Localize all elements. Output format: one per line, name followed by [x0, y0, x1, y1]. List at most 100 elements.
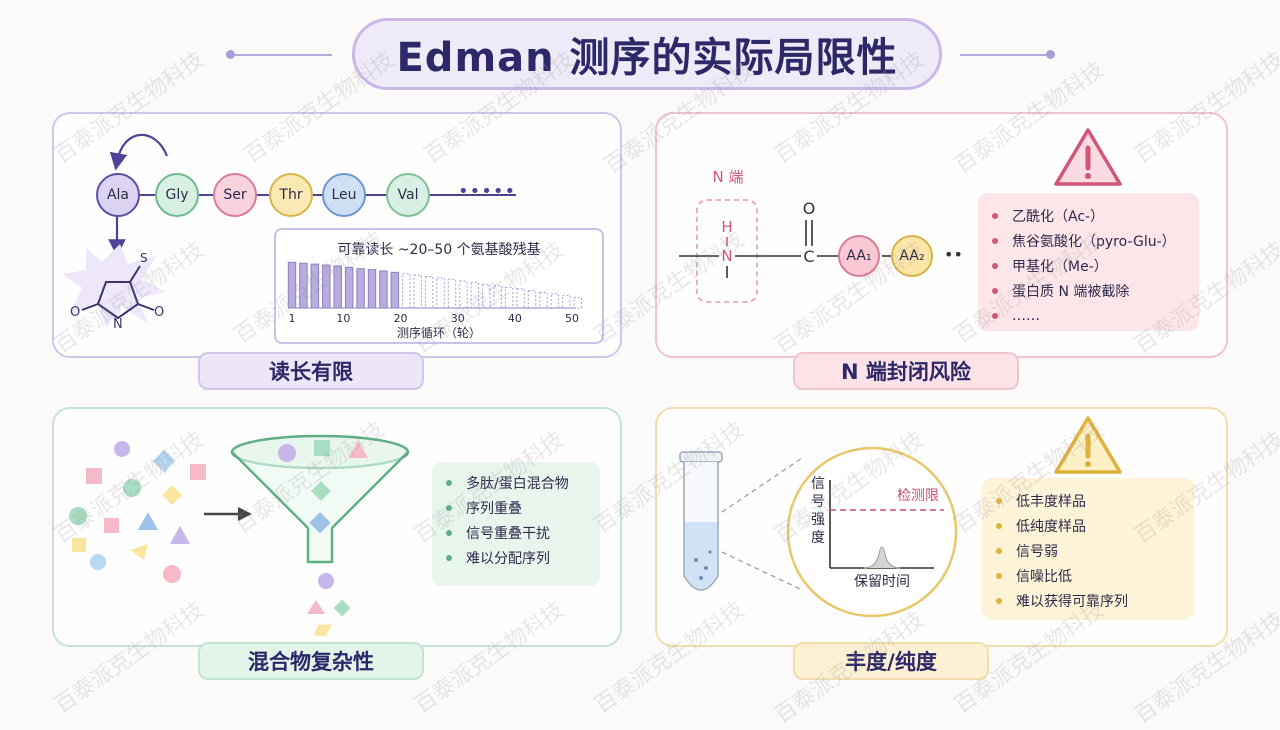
list-item-text: 焦谷氨酸化（pyro-Glu-）	[1012, 233, 1176, 250]
list-item: 难以分配序列	[446, 545, 590, 570]
bullet-dot	[992, 312, 998, 319]
title-box: Edman 测序的实际局限性	[352, 18, 942, 90]
bullet-dot	[996, 597, 1002, 604]
list-item-text: 低纯度样品	[1016, 518, 1086, 535]
chart-bar	[527, 290, 537, 309]
chart-bar	[562, 295, 571, 309]
atom-n: N	[721, 247, 732, 265]
residue-ser: Ser	[213, 173, 257, 217]
chart-bar	[504, 286, 514, 309]
bullet-dot	[446, 529, 452, 536]
n-terminal-block-list: 乙酰化（Ac-） 焦谷氨酸化（pyro-Glu-） 甲基化（Me-） 蛋白质 N 端被…	[978, 193, 1199, 331]
chart-x-tick: 10	[336, 312, 350, 325]
warning-icon-n-terminal	[1054, 128, 1122, 186]
list-item-text: 蛋白质 N 端被截除	[1012, 283, 1130, 300]
residue-thr: Thr	[269, 173, 313, 217]
bullet-dot	[996, 547, 1002, 554]
list-item-text: 信号弱	[1016, 543, 1058, 560]
chart-bar	[516, 288, 525, 309]
bullet-dot	[996, 497, 1002, 504]
list-item-text: 乙酰化（Ac-）	[1012, 208, 1105, 225]
chart-bar	[333, 265, 342, 309]
bullet-dot	[446, 554, 452, 561]
mixture-diagram	[69, 434, 410, 636]
bullet-dot	[992, 237, 998, 244]
residue-leu: Leu	[322, 173, 366, 217]
atom-h: H	[721, 218, 732, 236]
list-item: 乙酰化（Ac-）	[992, 203, 1189, 228]
chart-bar	[299, 262, 308, 309]
chart-x-tick: 30	[451, 312, 465, 325]
list-item-text: 信噪比低	[1016, 568, 1072, 585]
label-mixture: 混合物复杂性	[198, 642, 424, 680]
list-item: ……	[992, 303, 1189, 328]
chain-dots: ••	[944, 245, 963, 264]
label-abundance: 丰度/纯度	[793, 642, 989, 680]
atom-o: O	[803, 199, 816, 218]
title-dot-right	[1046, 50, 1055, 59]
list-item: 信噪比低	[996, 563, 1184, 588]
peptide-structure: N 端 H N C O	[679, 168, 892, 303]
list-item-text: ……	[1012, 307, 1040, 324]
list-item: 低丰度样品	[996, 488, 1184, 513]
detection-limit-label: 检测限	[897, 488, 939, 504]
chart-bar	[493, 285, 502, 309]
chart-bar	[447, 278, 457, 309]
list-item: 焦谷氨酸化（pyro-Glu-）	[992, 228, 1189, 253]
chart-bar	[402, 273, 411, 309]
list-item: 蛋白质 N 端被截除	[992, 278, 1189, 303]
chart-bar	[344, 266, 354, 309]
read-arrows	[108, 133, 169, 257]
list-item: 甲基化（Me-）	[992, 253, 1189, 278]
bullet-dot	[446, 504, 452, 511]
atom-c: C	[803, 247, 814, 266]
chart-title: 可靠读长 ~20–50 个氨基酸残基	[337, 241, 540, 258]
retention-time-label: 保留时间	[854, 574, 910, 590]
chart-bar	[287, 261, 297, 309]
signal-intensity-label-char: 信	[811, 476, 825, 492]
ring-atom-n: N	[113, 317, 123, 330]
chart-bar	[390, 271, 400, 309]
bullet-dot	[996, 522, 1002, 529]
residue-ala: Ala	[96, 173, 140, 217]
chart-x-tick: 50	[565, 312, 579, 325]
bullet-dot	[992, 262, 998, 269]
ring-atom-o-right: O	[154, 305, 164, 320]
mixture-list: 多肽/蛋白混合物序列重叠信号重叠干扰难以分配序列	[432, 462, 600, 586]
chart-bar	[482, 283, 491, 309]
chart-x-tick: 40	[508, 312, 522, 325]
list-item: 难以获得可靠序列	[996, 588, 1184, 613]
residue-val: Val	[386, 173, 430, 217]
chart-x-tick: 20	[394, 312, 408, 325]
residue-gly: Gly	[155, 173, 199, 217]
chart-x-axis-label: 测序循环（轮）	[397, 325, 481, 340]
list-item: 多肽/蛋白混合物	[446, 470, 590, 495]
chart-bar	[573, 296, 582, 309]
bullet-dot	[992, 212, 998, 219]
pth-ring-diagram: S O O N	[62, 244, 166, 330]
chain-backbone	[116, 194, 516, 196]
list-item-text: 多肽/蛋白混合物	[466, 475, 569, 492]
signal-intensity-label-char: 度	[811, 530, 825, 546]
bullet-dot	[992, 287, 998, 294]
title-line-left	[232, 54, 332, 56]
list-item: 低纯度样品	[996, 513, 1184, 538]
chart-bar	[356, 268, 365, 309]
signal-intensity-label-char: 号	[811, 494, 825, 510]
chart-bar	[424, 275, 434, 309]
chart-bar	[310, 263, 320, 309]
residue-aa2: AA₂	[891, 235, 933, 277]
chart-bar	[436, 277, 445, 309]
list-item: 信号弱	[996, 538, 1184, 563]
label-read-length: 读长有限	[198, 352, 424, 390]
title-line-right	[960, 54, 1050, 56]
page-title: Edman 测序的实际局限性	[396, 35, 898, 81]
list-item-text: 低丰度样品	[1016, 493, 1086, 510]
abundance-list: 低丰度样品低纯度样品信号弱信噪比低难以获得可靠序列	[982, 478, 1194, 620]
list-item: 序列重叠	[446, 495, 590, 520]
warning-icon-abundance	[1054, 416, 1122, 474]
bullet-dot	[446, 479, 452, 486]
